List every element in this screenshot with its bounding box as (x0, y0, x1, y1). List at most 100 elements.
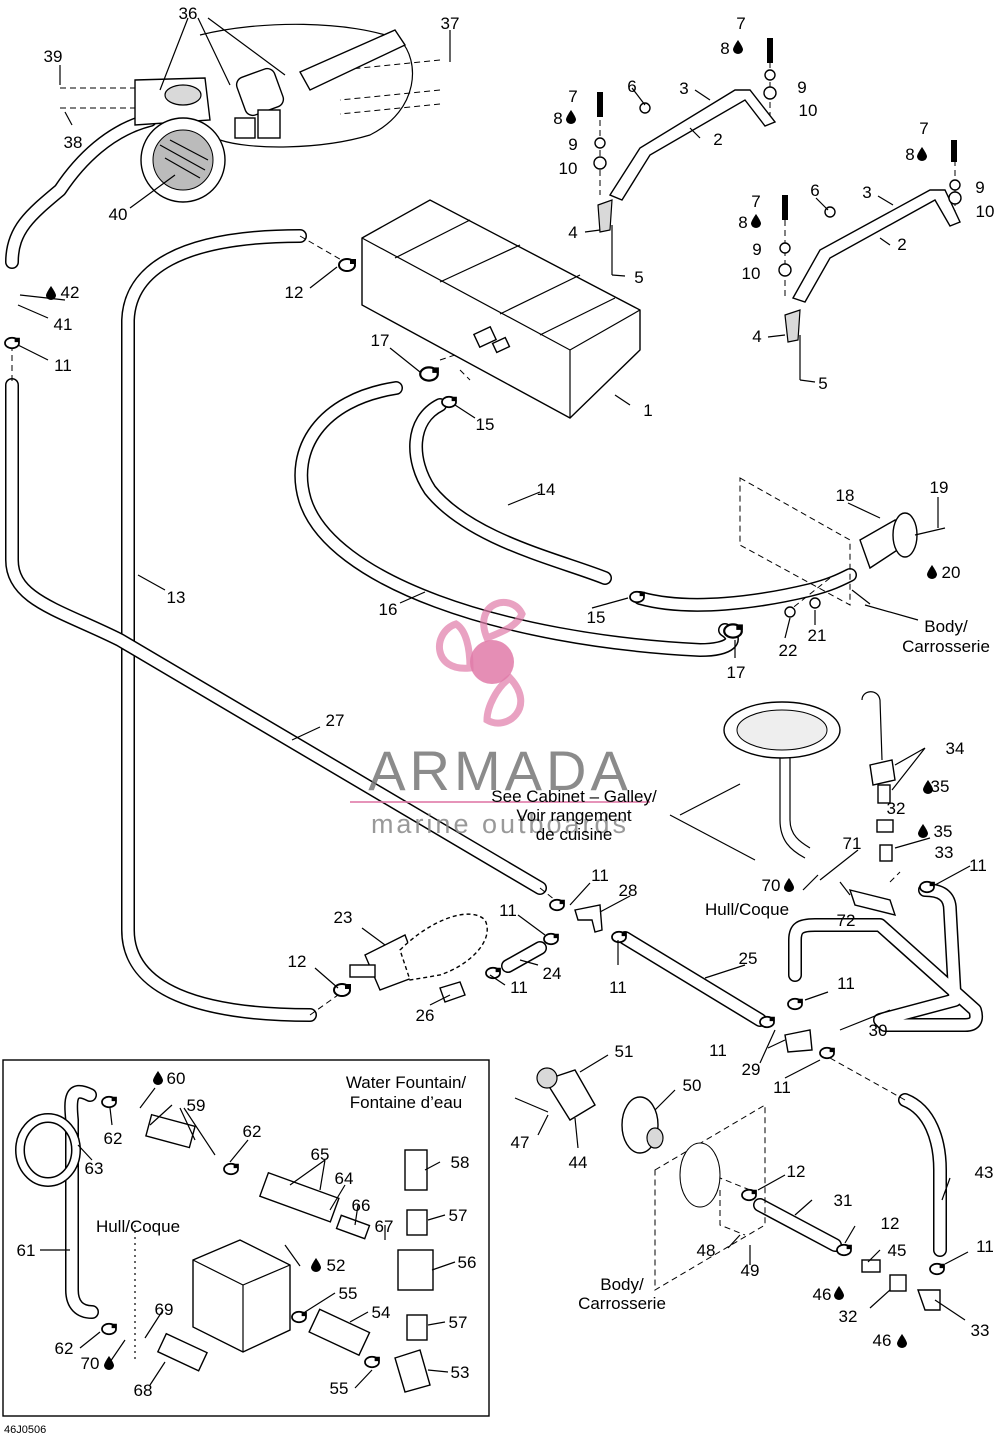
part-label: 17 (727, 663, 746, 682)
assembly-lines (11, 52, 956, 1236)
part-label: 65 (311, 1145, 330, 1164)
part-label: 11 (709, 1041, 727, 1060)
part-label: 48 (697, 1241, 716, 1260)
part-label: 67 (375, 1217, 394, 1236)
watermark-tagline: marine outboards (371, 809, 629, 839)
part-label: 53 (451, 1363, 470, 1382)
part-label: 2 (713, 130, 722, 149)
notes: Body/ Carrosserie Body/ Carrosserie Hull… (4, 617, 990, 1436)
part-label: 31 (834, 1191, 853, 1210)
part-label: 19 (930, 478, 949, 497)
part-label: 60 (167, 1069, 186, 1088)
part-label: 39 (44, 47, 63, 66)
part-label: 10 (559, 159, 578, 178)
part-label: 8 (905, 145, 914, 164)
transom-shower (514, 1067, 766, 1291)
part-label: 32 (887, 799, 906, 818)
part-label: 8 (553, 109, 562, 128)
part-label: 35 (931, 777, 950, 796)
part-label: 9 (568, 135, 577, 154)
part-label: 46 (813, 1285, 832, 1304)
water-tank (361, 199, 641, 419)
part-label: 4 (568, 223, 577, 242)
part-label: 7 (751, 192, 760, 211)
part-label: 37 (441, 14, 460, 33)
part-label: 12 (881, 1214, 900, 1233)
part-label: 1 (643, 401, 652, 420)
part-label: 5 (818, 374, 827, 393)
part-number-labels: 36 37 39 38 40 42 41 11 12 17 15 1 7 8 9… (17, 4, 995, 1400)
water-pump (349, 913, 488, 1003)
watermark-brand: ARMADA (368, 739, 632, 802)
part-label: 7 (736, 14, 745, 33)
tee-fittings (574, 904, 813, 1053)
galley-note-1: See Cabinet – Galley/ (491, 787, 657, 806)
part-label: 12 (285, 283, 304, 302)
part-label: 70 (762, 876, 781, 895)
part-label: 52 (327, 1256, 346, 1275)
part-label: 38 (64, 133, 83, 152)
part-label: 11 (591, 866, 609, 885)
part-label: 12 (787, 1162, 806, 1181)
tank-strap-right (763, 38, 962, 380)
part-label: 58 (451, 1153, 470, 1172)
part-label: 66 (352, 1196, 371, 1215)
part-label: 30 (869, 1021, 888, 1040)
part-label: 5 (634, 268, 643, 287)
part-label: 54 (372, 1303, 391, 1322)
inset-title-1: Water Fountain/ (346, 1073, 467, 1092)
part-label: 50 (683, 1076, 702, 1095)
part-label: 56 (458, 1253, 477, 1272)
part-label: 33 (935, 843, 954, 862)
part-label: 63 (85, 1159, 104, 1178)
part-label: 61 (17, 1241, 36, 1260)
part-label: 9 (752, 240, 761, 259)
leader-lines (17, 17, 971, 1389)
part-label: 10 (799, 101, 818, 120)
part-label: 6 (627, 77, 636, 96)
armada-watermark: ARMADA marine outboards (350, 598, 650, 839)
part-label: 34 (946, 739, 965, 758)
part-label: 12 (288, 952, 307, 971)
part-label: 42 (61, 283, 80, 302)
part-label: 36 (179, 4, 198, 23)
part-label: 2 (897, 235, 906, 254)
part-label: 27 (326, 711, 345, 730)
part-label: 11 (499, 901, 517, 920)
part-label: 11 (54, 356, 72, 375)
part-label: 13 (167, 588, 186, 607)
part-label: 45 (888, 1241, 907, 1260)
part-label: 35 (934, 822, 953, 841)
part-label: 16 (379, 600, 398, 619)
inset-title-2: Fontaine d’eau (350, 1093, 462, 1112)
outlet-fittings (861, 1259, 941, 1311)
part-label: 40 (109, 205, 128, 224)
part-label: 3 (679, 79, 688, 98)
part-label: 10 (976, 202, 995, 221)
part-label: 62 (55, 1339, 74, 1358)
propeller-icon (435, 598, 526, 727)
part-label: 41 (54, 315, 73, 334)
water-fountain-inset (2, 1059, 490, 1417)
part-label: 14 (537, 480, 556, 499)
part-label: 11 (609, 978, 627, 997)
drawing-code: 46J0506 (4, 1424, 46, 1436)
part-label: 9 (797, 78, 806, 97)
part-label: 9 (975, 178, 984, 197)
part-label: 55 (339, 1284, 358, 1303)
part-label: 57 (449, 1206, 468, 1225)
part-label: 7 (919, 119, 928, 138)
body-note-top-fr: Carrosserie (902, 637, 990, 656)
part-label: 25 (739, 949, 758, 968)
hose-lines (5, 113, 984, 1257)
part-label: 3 (862, 183, 871, 202)
part-label: 18 (836, 486, 855, 505)
part-label: 11 (976, 1237, 994, 1256)
part-label: 21 (808, 626, 827, 645)
galley-note-3: de cuisine (536, 825, 613, 844)
part-label: 62 (243, 1122, 262, 1141)
part-label: 8 (738, 213, 747, 232)
part-label: 7 (568, 87, 577, 106)
part-label: 29 (742, 1060, 761, 1079)
part-label: 11 (969, 856, 987, 875)
